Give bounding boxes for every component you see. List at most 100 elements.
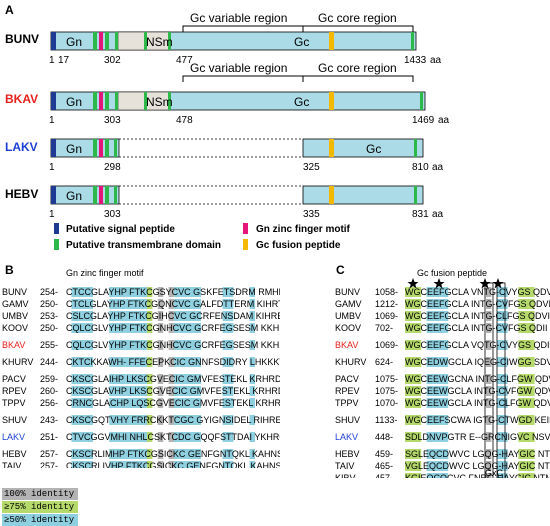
identity-band (249, 415, 255, 425)
identity-band (405, 287, 422, 297)
row-name-hebv: HEBV (335, 449, 360, 459)
row-start-rpev: 260- (40, 386, 58, 396)
row-start-gamv: 250- (40, 299, 58, 309)
identity-band (518, 461, 535, 471)
bunv-tick-3: 302 (104, 55, 121, 66)
row-name-lakv: LAKV (2, 432, 25, 442)
identity-band (125, 461, 147, 468)
identity-band (179, 398, 201, 408)
identity-band (496, 386, 508, 396)
identity-band (518, 287, 535, 297)
row-name-rpev: RPEV (335, 386, 360, 396)
identity-band (71, 449, 93, 459)
lakv-ticks: 1 298 325 810 aa (49, 162, 444, 173)
identity-band (249, 323, 255, 333)
identity-band (157, 386, 164, 396)
identity-band (174, 287, 180, 297)
identity-band (71, 357, 93, 367)
identity-band (222, 386, 234, 396)
bunv-tick-1: 1 (49, 55, 55, 66)
identity-band (174, 449, 180, 459)
row-name-bunv: BUNV (2, 287, 27, 297)
identity-band (168, 398, 174, 408)
row-start-rpev: 1075- (375, 386, 398, 396)
identity-band (249, 299, 255, 309)
bunv-signal-peptide (51, 32, 56, 50)
identity-band (168, 449, 174, 459)
identity-band (174, 323, 180, 333)
row-name-bkav: BKAV (335, 340, 358, 350)
bunv-tm-6 (411, 32, 414, 50)
identity-band (518, 432, 535, 442)
identity-band (147, 340, 153, 350)
identity-band (174, 398, 180, 408)
legend-swatch-fusion (243, 239, 248, 250)
lakv-tm-4 (414, 139, 417, 157)
bkav-ticks: 1 303 478 1469 aa (49, 115, 450, 126)
bunv-gn-label: Gn (66, 35, 82, 49)
row-seq-koov: CQLCGLVYHP FTKCGNHCVC GCRFEGSESM KKHRDQG… (66, 323, 280, 333)
gxc-label: GxC (485, 468, 504, 478)
identity-band (496, 340, 508, 350)
row-name-hebv: HEBV (2, 449, 27, 459)
conserved-star (479, 278, 491, 289)
hebv-tm-3 (114, 186, 117, 204)
row-name-bunv: BUNV (335, 287, 360, 297)
row-seq-lakv: SDLDNVPGTR E--GRCNIGVC NSVL (405, 432, 550, 442)
identity-band (426, 415, 449, 425)
row-seq-bkav: CQLCGLVYHP FTKCGNHCVC GCRFEGSESM KKHRELG… (66, 340, 280, 350)
row-name-rpev: RPEV (2, 386, 27, 396)
identity-band (426, 299, 449, 309)
conserved-star (492, 278, 504, 289)
lakv-gc-label: Gc (366, 142, 381, 156)
identity-50-label: ≥50% identity (4, 515, 75, 525)
identity-band (249, 311, 255, 321)
identity-band (496, 311, 508, 321)
identity-band (174, 386, 180, 396)
hebv-ticks: 1 303 335 831 aa (49, 209, 444, 220)
bkav-tick-1: 1 (49, 115, 55, 126)
lakv-signal-peptide (51, 139, 56, 157)
row-name-shuv: SHUV (2, 415, 27, 425)
row-seq-rpev: WGCEEWGCLA INTG-CVFGW QDVI (405, 386, 550, 396)
lakv-fusion-peptide (329, 139, 334, 157)
bkav-tm-2 (105, 92, 109, 110)
identity-band (157, 415, 164, 425)
identity-band (125, 374, 147, 384)
identity-band (147, 357, 153, 367)
identity-band (426, 323, 449, 333)
row-seq-shuv: WGCEEFSCWA IGTG-CTWGD KEIE (405, 415, 550, 425)
identity-band (109, 299, 126, 309)
bunv-fusion-peptide (329, 32, 334, 50)
identity-band (222, 299, 234, 309)
identity-band (147, 461, 153, 468)
identity-band (71, 386, 93, 396)
gc-core-label-bunv: Gc core region (318, 11, 397, 25)
row-start-gamv: 1212- (375, 299, 398, 309)
identity-band (157, 357, 164, 367)
row-start-pacv: 259- (40, 374, 58, 384)
row-name-gamv: GAMV (2, 299, 29, 309)
identity-100-label: 100% identity (4, 489, 75, 499)
row-name-umbv: UMBV (335, 311, 361, 321)
identity-band (125, 432, 147, 442)
identity-band (426, 449, 449, 459)
identity-band (168, 287, 174, 297)
identity-band (147, 374, 153, 384)
identity-band (518, 449, 535, 459)
conserved-star (407, 278, 419, 289)
identity-band (518, 374, 535, 384)
row-name-kibv: KIBV (335, 473, 356, 478)
row-name-bkav: BKAV (2, 340, 25, 350)
row-name-khurv: KHURV (335, 357, 366, 367)
identity-band (496, 432, 508, 442)
identity-band (168, 432, 174, 442)
protein-name-lakv: LAKV (5, 140, 38, 154)
bunv-ticks: 1 17 302 477 1433 aa (49, 55, 442, 66)
identity-band (125, 311, 147, 321)
identity-band (426, 398, 449, 408)
identity-band (222, 432, 234, 442)
row-seq-taiv: VGLEQCDWVC LGQG-HAYGIC NTMI (405, 461, 550, 471)
identity-band (222, 357, 234, 367)
